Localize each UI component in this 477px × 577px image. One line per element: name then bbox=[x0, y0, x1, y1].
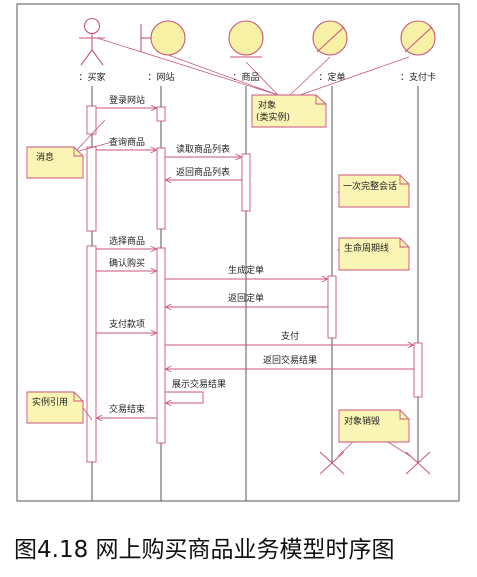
note-destroy: 对象销毁 bbox=[338, 409, 410, 443]
note-destroy-text: 对象销毁 bbox=[344, 415, 380, 427]
actor-icon bbox=[79, 17, 105, 66]
message-label-query-goods: 查询商品 bbox=[109, 136, 145, 148]
participant-label-buyer: ：买家 bbox=[78, 71, 105, 83]
message-label-return-list: 返回商品列表 bbox=[176, 166, 230, 178]
participant-label-order: ：定单 bbox=[318, 71, 345, 83]
message-label-return-order: 返回定单 bbox=[228, 292, 264, 304]
figure-caption: 图4.18 网上购买商品业务模型时序图 bbox=[14, 537, 395, 563]
participant-label-site: ：网站 bbox=[147, 71, 174, 83]
message-card-pay: 支付 bbox=[165, 330, 413, 345]
object-note-pointers bbox=[96, 37, 410, 96]
message-label-return-result: 返回交易结果 bbox=[263, 354, 317, 366]
message-label-create-order: 生成定单 bbox=[228, 264, 264, 276]
message-confirm-purchase: 确认购买 bbox=[96, 257, 156, 271]
note-instance-ref-text: 实例引用 bbox=[32, 396, 68, 408]
note-lifeline-text: 生命周期线 bbox=[344, 242, 389, 254]
note-session-text: 一次完整会话 bbox=[343, 180, 397, 192]
note-message-text: 消息 bbox=[36, 151, 54, 163]
note-object: 对象 (类实例) bbox=[251, 94, 327, 128]
message-label-card-pay: 支付 bbox=[281, 330, 299, 342]
participant-label-card: ：支付卡 bbox=[400, 71, 436, 83]
message-label-pay: 支付款项 bbox=[109, 318, 145, 330]
message-return-list: 返回商品列表 bbox=[166, 166, 242, 180]
note-lifeline: 生命周期线 bbox=[338, 237, 410, 271]
message-return-result: 返回交易结果 bbox=[166, 354, 414, 369]
destroy-mark-order bbox=[319, 451, 345, 475]
note-message: 消息 bbox=[26, 146, 84, 179]
message-end-transaction: 交易结束 bbox=[97, 403, 157, 418]
note-object-title: 对象 bbox=[258, 99, 276, 111]
message-show-result: 展示交易结果 bbox=[165, 378, 226, 403]
message-label-end-transaction: 交易结束 bbox=[109, 403, 145, 415]
message-return-order: 返回定单 bbox=[166, 292, 328, 307]
diagram-frame bbox=[16, 3, 460, 502]
participant-label-goods: ：商品 bbox=[232, 71, 259, 83]
message-label-select-goods: 选择商品 bbox=[109, 235, 145, 247]
message-label-login: 登录网站 bbox=[109, 94, 145, 106]
message-label-confirm-purchase: 确认购买 bbox=[109, 257, 145, 269]
note-instance-ref: 实例引用 bbox=[26, 391, 84, 424]
message-read-list: 读取商品列表 bbox=[165, 143, 241, 157]
message-create-order: 生成定单 bbox=[165, 264, 327, 279]
message-label-read-list: 读取商品列表 bbox=[176, 143, 230, 155]
message-query-goods: 查询商品 bbox=[96, 136, 156, 150]
message-pay: 支付款项 bbox=[96, 318, 156, 333]
message-label-show-result: 展示交易结果 bbox=[172, 378, 226, 390]
card-control-icon bbox=[400, 20, 436, 56]
note-session: 一次完整会话 bbox=[338, 174, 410, 208]
note-object-subtitle: (类实例) bbox=[256, 111, 290, 123]
order-control-icon bbox=[312, 20, 348, 56]
message-select-goods: 选择商品 bbox=[96, 235, 156, 249]
entity-icon bbox=[228, 20, 264, 58]
boundary-icon bbox=[140, 20, 186, 56]
message-login: 登录网站 bbox=[96, 94, 156, 108]
